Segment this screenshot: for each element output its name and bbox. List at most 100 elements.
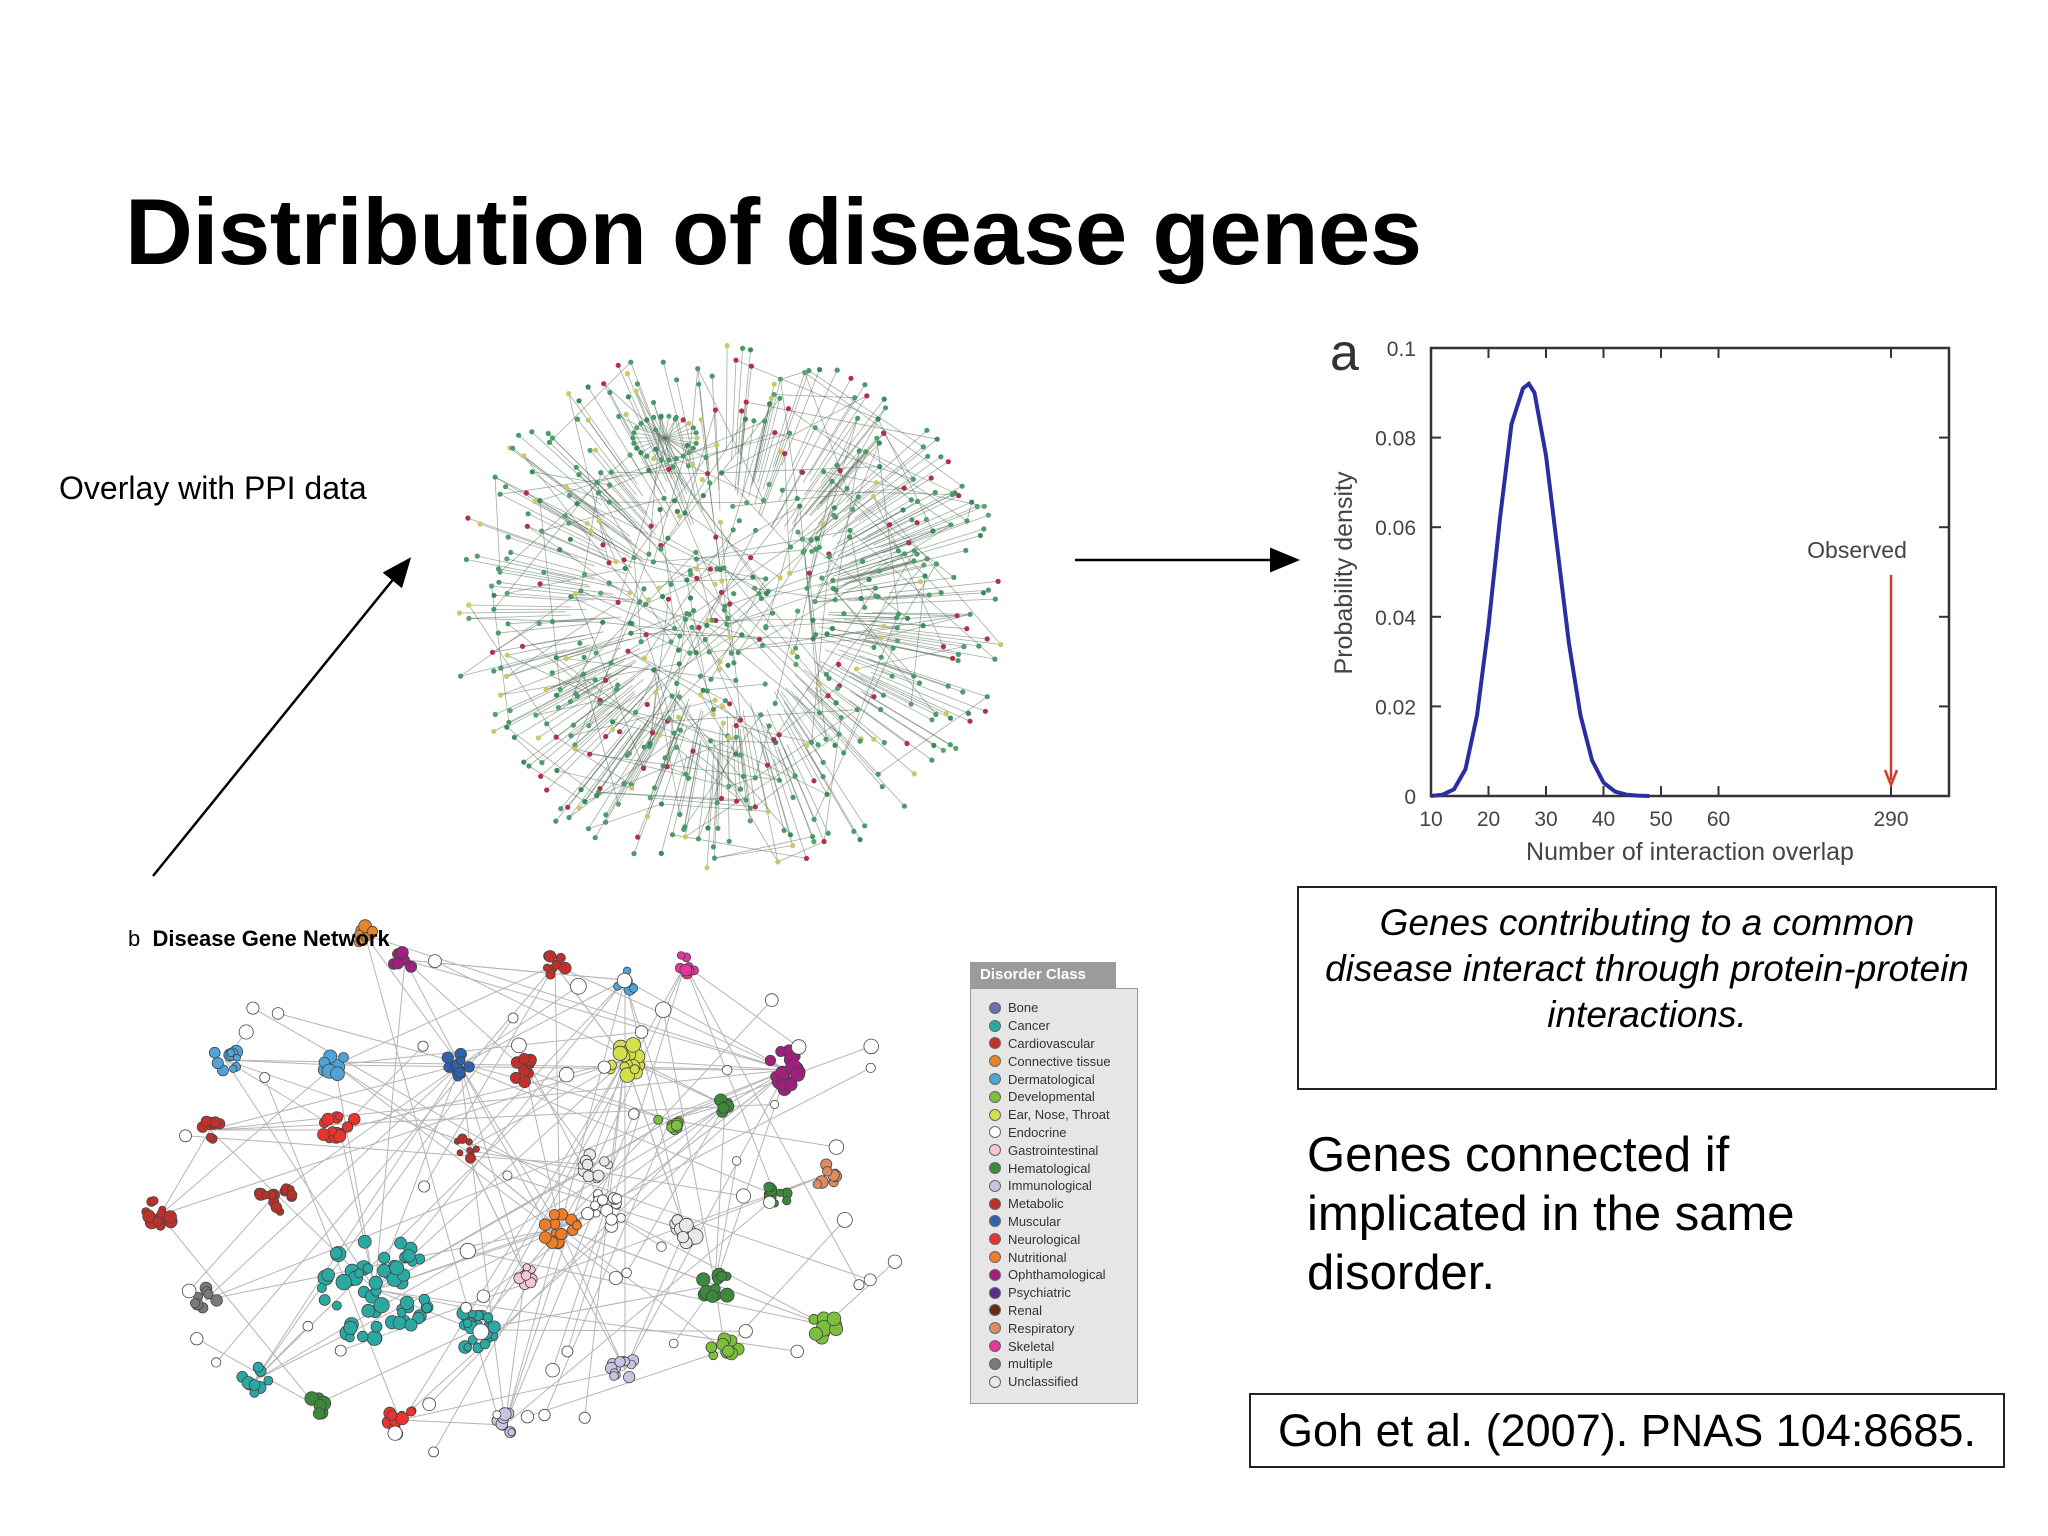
ppi-node	[603, 812, 609, 818]
ppi-node	[526, 763, 532, 769]
ppi-edges	[459, 345, 1002, 868]
legend-label: Bone	[1008, 1000, 1039, 1016]
network-node	[329, 1246, 343, 1260]
ppi-node	[463, 556, 469, 563]
network-node	[572, 1220, 582, 1231]
ppi-node	[717, 519, 724, 525]
ppi-node	[834, 367, 840, 373]
ppi-node	[825, 830, 831, 836]
ppi-node	[752, 585, 758, 591]
ppi-node	[684, 577, 690, 583]
ppi-node	[902, 551, 908, 557]
network-node	[653, 1114, 664, 1125]
legend-label: Immunological	[1008, 1178, 1092, 1194]
ppi-node	[765, 808, 771, 815]
ppi-node	[673, 414, 679, 420]
network-node	[321, 1268, 336, 1282]
ppi-node	[549, 435, 556, 441]
ppi-node	[814, 536, 820, 542]
ppi-node	[731, 591, 737, 597]
legend-item: Developmental	[989, 1088, 1137, 1106]
ppi-node	[776, 732, 782, 738]
ppi-node	[682, 510, 688, 516]
ppi-node	[720, 704, 726, 710]
ppi-node	[728, 650, 734, 656]
ppi-node	[854, 707, 860, 713]
ppi-node	[704, 865, 710, 871]
network-node	[520, 1410, 534, 1424]
network-node	[676, 951, 686, 960]
ppi-node	[584, 520, 590, 526]
ppi-node	[638, 450, 644, 456]
ppi-node	[675, 714, 682, 720]
ppi-node	[630, 435, 636, 441]
ppi-node	[815, 742, 821, 748]
ppi-node	[567, 699, 573, 705]
ppi-node	[947, 742, 953, 748]
ppi-node	[766, 723, 772, 729]
ppi-node	[717, 659, 723, 665]
ppi-node	[847, 527, 853, 534]
legend-swatch	[989, 1251, 1001, 1264]
ppi-node	[782, 451, 788, 457]
ppi-node	[820, 759, 826, 765]
ppi-node	[717, 566, 723, 572]
ppi-node	[772, 430, 778, 436]
ppi-node	[506, 719, 512, 725]
ppi-node	[634, 381, 640, 387]
legend-label: Hematological	[1008, 1160, 1091, 1176]
ppi-node	[947, 715, 954, 721]
network-node	[763, 1195, 777, 1209]
ppi-node	[945, 683, 951, 689]
ppi-node	[929, 757, 935, 763]
ppi-node	[817, 681, 823, 687]
network-node	[312, 1407, 326, 1420]
ppi-node	[491, 606, 497, 612]
ppi-node	[660, 593, 666, 600]
network-node	[616, 972, 633, 989]
ppi-node	[646, 551, 652, 557]
ppi-node	[586, 723, 592, 729]
ppi-node	[660, 359, 666, 365]
network-node	[716, 1271, 728, 1282]
citation-text: Goh et al. (2007). PNAS 104:8685.	[1278, 1405, 1976, 1456]
network-node	[331, 1300, 342, 1311]
ppi-node	[850, 506, 856, 512]
legend-item: Respiratory	[989, 1319, 1137, 1337]
ppi-node	[713, 617, 719, 624]
ppi-node	[633, 709, 639, 715]
network-node	[271, 1007, 285, 1020]
network-node	[317, 1128, 330, 1141]
network-node	[428, 1446, 440, 1458]
ppi-node	[606, 560, 612, 566]
network-node	[454, 1067, 466, 1079]
ppi-node	[808, 739, 815, 745]
ppi-node	[713, 534, 719, 540]
x-tick-label: 50	[1649, 808, 1672, 831]
ppi-node	[592, 835, 598, 841]
ppi-node	[911, 558, 917, 564]
network-node	[152, 1216, 163, 1227]
ppi-node	[587, 447, 593, 453]
x-tick-label: 30	[1534, 808, 1557, 831]
ppi-node	[753, 527, 759, 533]
ppi-node	[543, 687, 549, 693]
ppi-node	[832, 597, 838, 603]
ppi-node	[508, 549, 514, 556]
ppi-node	[603, 819, 609, 825]
legend-item: Ear, Nose, Throat	[989, 1106, 1137, 1124]
ppi-node	[653, 689, 659, 695]
ppi-node	[505, 621, 511, 627]
y-tick-label: 0.06	[1375, 517, 1416, 540]
ppi-node	[721, 607, 727, 613]
network-node	[330, 1066, 345, 1082]
ppi-node	[904, 740, 910, 747]
ppi-node	[592, 677, 598, 683]
ppi-node	[739, 632, 745, 638]
ppi-node	[871, 694, 877, 700]
network-node	[581, 1207, 595, 1221]
network-node	[394, 1236, 407, 1250]
ppi-node	[933, 711, 939, 718]
ppi-node	[498, 692, 504, 698]
